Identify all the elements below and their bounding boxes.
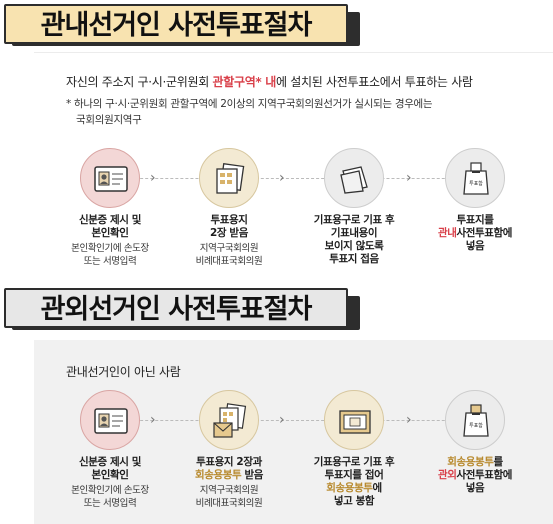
ballot-box-label: 투표함: [469, 180, 483, 187]
domestic-title-banner: 관내선거인 사전투표절차: [4, 4, 348, 44]
absentee-description: 관내선거인이 아닌 사람: [66, 365, 181, 379]
ballot-box-icon: 투표함: [445, 148, 505, 208]
domestic-description: 자신의 주소지 구·시·군위원회 관할구역* 내에 설치된 사전투표소에서 투표…: [66, 75, 473, 89]
domestic-step-1: 신분증 제시 및 본인확인 본인확인기에 손도장 또는 서명입력: [71, 214, 149, 267]
id-card-icon: [80, 390, 140, 450]
sealed-envelope-icon: [324, 390, 384, 450]
chevron-right-icon: ›: [279, 170, 285, 186]
absentee-step-3: 기표용구로 기표 후 투표지를 접어 회송용봉투에 넣고 봉함: [313, 456, 395, 507]
ballots-and-envelope-icon: [199, 390, 259, 450]
chevron-right-icon: ›: [150, 170, 156, 186]
ballot-box-icon: 투표함: [445, 390, 505, 450]
absentee-step-1: 신분증 제시 및 본인확인 본인확인기에 손도장 또는 서명입력: [71, 456, 149, 509]
ballot-box-label: 투표함: [469, 422, 483, 429]
domestic-step-3: 기표용구로 기표 후 기표내용이 보이지 않도록 투표지 접음: [313, 214, 395, 265]
folded-ballot-icon: [324, 148, 384, 208]
domestic-note: * 하나의 구·시·군위원회 관할구역에 2이상의 지역구국회의원선거가 실시되…: [66, 98, 433, 126]
chevron-right-icon: ›: [279, 412, 285, 428]
ballot-papers-icon: [199, 148, 259, 208]
section-absentee-voting: 관외선거인 사전투표절차 관내선거인이 아닌 사람 › ›: [0, 282, 553, 524]
absentee-step-4: 회송용봉투를 관외사전투표함에 넣음: [437, 456, 513, 494]
section-domestic-voting: 관내선거인 사전투표절차 자신의 주소지 구·시·군위원회 관할구역* 내에 설…: [4, 4, 553, 268]
id-card-icon: [80, 148, 140, 208]
chevron-right-icon: ›: [150, 412, 156, 428]
domestic-step-2: 투표용지 2장 받음 지역구국회의원 비례대표국회의원: [195, 214, 263, 267]
absentee-step-2: 투표용지 2장과 회송용봉투 받음 지역구국회의원 비례대표국회의원: [194, 456, 264, 509]
chevron-right-icon: ›: [406, 170, 412, 186]
flow-line: [110, 178, 490, 180]
domestic-step-4: 투표지를 관내사전투표함에 넣음: [437, 214, 513, 252]
flow-line: [110, 420, 490, 422]
absentee-title-banner: 관외선거인 사전투표절차: [4, 288, 348, 328]
chevron-right-icon: ›: [406, 412, 412, 428]
